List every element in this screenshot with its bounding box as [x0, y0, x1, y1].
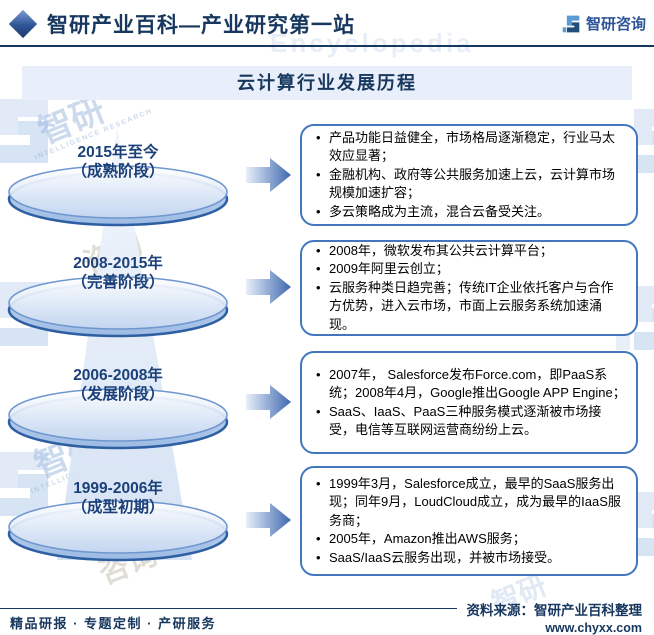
- list-item: 多云策略成为主流，混合云备受关注。: [314, 203, 626, 222]
- bullet-text: 产品功能日益健全，市场格局逐渐稳定，行业马太效应显著；: [329, 129, 616, 164]
- right-arrow-icon: [246, 503, 291, 537]
- list-item: 1999年3月，Salesforce成立，最早的SaaS服务出现；同年9月，Lo…: [314, 475, 626, 530]
- bullet-text: 金融机构、政府等公共服务加速上云，云计算市场规模加速扩容；: [329, 166, 616, 201]
- bullet-list: 产品功能日益健全，市场格局逐渐稳定，行业马太效应显著； 金融机构、政府等公共服务…: [314, 129, 626, 222]
- footer-divider: [0, 608, 457, 609]
- stage-label-2: 2008-2015年 （完善阶段）: [8, 254, 228, 292]
- stage-period: 2006-2008年: [73, 367, 163, 384]
- page-header: 智研产业百科—产业研究第一站 智研咨询: [0, 0, 654, 47]
- bullet-text: 云服务种类日趋完善；传统IT企业依托客户与合作方优势，进入云市场，市面上云服务系…: [329, 279, 614, 332]
- list-item: SaaS/IaaS云服务出现，并被市场接受。: [314, 549, 626, 568]
- disc-stage-4: [7, 500, 229, 562]
- bullet-text: 1999年3月，Salesforce成立，最早的SaaS服务出现；同年9月，Lo…: [329, 475, 621, 528]
- bullet-text: 2007年， Salesforce发布Force.com，即PaaS系统；200…: [329, 366, 626, 401]
- bullet-text: 2008年，微软发布其公共云计算平台；: [329, 242, 553, 258]
- list-item: 2008年，微软发布其公共云计算平台；: [314, 242, 626, 261]
- list-item: SaaS、IaaS、PaaS三种服务模式逐渐被市场接受，电信等互联网运营商纷纷上…: [314, 403, 626, 440]
- bullet-list: 2008年，微软发布其公共云计算平台； 2009年阿里云创立； 云服务种类日趋完…: [314, 242, 626, 334]
- stage-phase: （成型初期）: [71, 499, 165, 516]
- info-box-stage-3: 2007年， Salesforce发布Force.com，即PaaS系统；200…: [300, 351, 638, 454]
- page-title: 智研产业百科—产业研究第一站: [47, 14, 355, 37]
- list-item: 云服务种类日趋完善；传统IT企业依托客户与合作方优势，进入云市场，市面上云服务系…: [314, 279, 626, 334]
- stage-period: 2015年至今: [77, 144, 159, 161]
- stage-period: 2008-2015年: [73, 255, 163, 272]
- stage-phase: （发展阶段）: [71, 386, 165, 403]
- light-cone-shape: [57, 126, 192, 560]
- info-box-stage-4: 1999年3月，Salesforce成立，最早的SaaS服务出现；同年9月，Lo…: [300, 466, 638, 576]
- info-box-stage-1: 产品功能日益健全，市场格局逐渐稳定，行业马太效应显著； 金融机构、政府等公共服务…: [300, 124, 638, 226]
- funnel-graphic: [7, 126, 229, 562]
- right-arrow-icon: [246, 270, 291, 304]
- bullet-text: SaaS/IaaS云服务出现，并被市场接受。: [329, 549, 561, 565]
- stage-label-3: 2006-2008年 （发展阶段）: [8, 366, 228, 404]
- footer-source-block: 资料来源：智研产业百科整理 www.chyxx.com: [467, 599, 643, 635]
- list-item: 2005年，Amazon推出AWS服务；: [314, 530, 626, 549]
- right-arrow-icon: [246, 158, 291, 192]
- brand-logo-text: 智研咨询: [585, 16, 646, 33]
- disc-stage-2: [7, 276, 229, 338]
- footer-services-text: 精品研报 · 专题定制 · 产研服务: [10, 616, 217, 631]
- bullet-text: 2009年阿里云创立；: [329, 261, 449, 277]
- info-box-stage-2: 2008年，微软发布其公共云计算平台； 2009年阿里云创立； 云服务种类日趋完…: [300, 240, 638, 336]
- diamond-icon: [8, 9, 38, 39]
- list-item: 产品功能日益健全，市场格局逐渐稳定，行业马太效应显著；: [314, 129, 626, 166]
- stage-label-4: 1999-2006年 （成型初期）: [8, 479, 228, 517]
- bullet-text: SaaS、IaaS、PaaS三种服务模式逐渐被市场接受，电信等互联网运营商纷纷上…: [329, 403, 602, 437]
- stage-phase: （成熟阶段）: [71, 163, 165, 180]
- brand-logo: 智研咨询: [561, 13, 646, 34]
- disc-stage-3: [7, 388, 229, 450]
- zhiyan-logo-icon: [562, 15, 580, 32]
- data-source-text: 资料来源：智研产业百科整理: [466, 603, 643, 618]
- stage-phase: （完善阶段）: [71, 274, 165, 291]
- list-item: 2009年阿里云创立；: [314, 260, 626, 279]
- website-text: www.chyxx.com: [545, 621, 642, 635]
- disc-stage-1: [7, 165, 229, 227]
- stage-label-1: 2015年至今 （成熟阶段）: [8, 143, 228, 181]
- bullet-text: 2005年，Amazon推出AWS服务；: [329, 531, 526, 547]
- bullet-list: 2007年， Salesforce发布Force.com，即PaaS系统；200…: [314, 366, 626, 440]
- right-arrow-icon: [246, 385, 291, 419]
- list-item: 金融机构、政府等公共服务加速上云，云计算市场规模加速扩容；: [314, 166, 626, 203]
- bullet-text: 多云策略成为主流，混合云备受关注。: [329, 203, 551, 219]
- bullet-list: 1999年3月，Salesforce成立，最早的SaaS服务出现；同年9月，Lo…: [314, 475, 626, 568]
- stage-period: 1999-2006年: [73, 480, 163, 497]
- chart-title-banner: 云计算行业发展历程: [22, 66, 632, 100]
- list-item: 2007年， Salesforce发布Force.com，即PaaS系统；200…: [314, 366, 626, 403]
